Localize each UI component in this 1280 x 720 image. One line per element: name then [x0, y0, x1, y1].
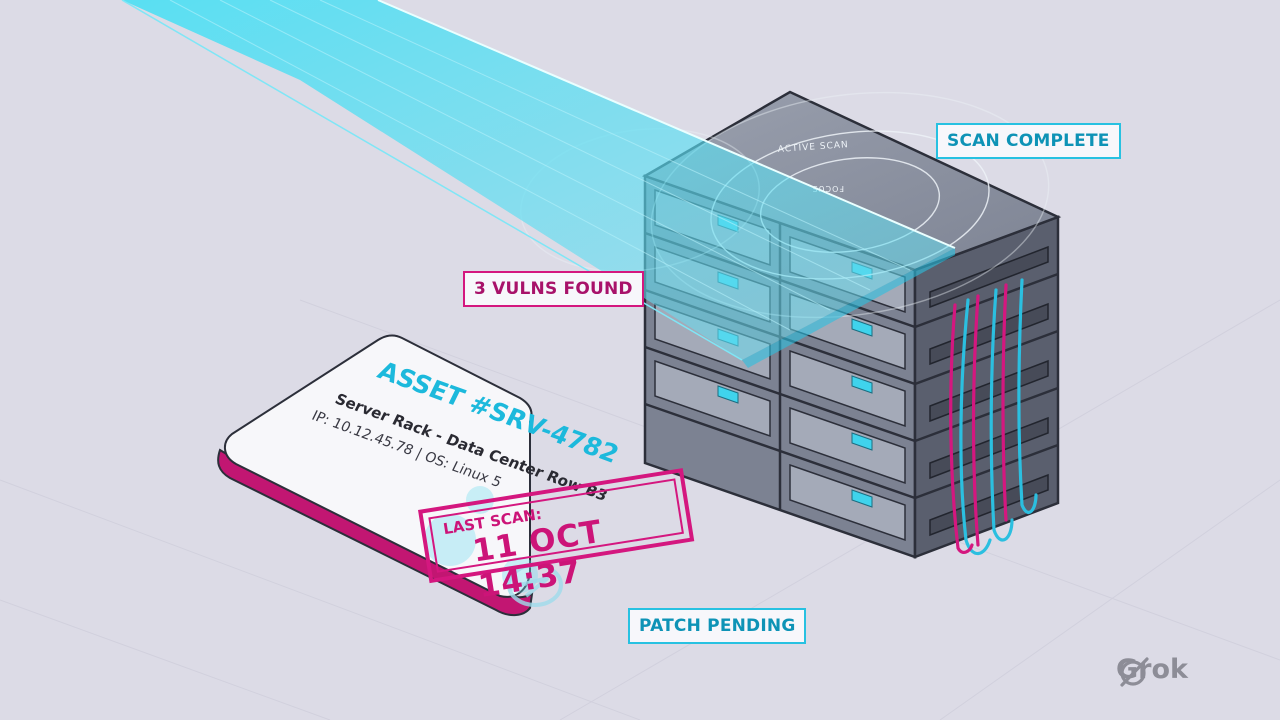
grok-watermark: Grok: [1116, 654, 1188, 687]
active-scan-text: ACTIVE SCAN: [778, 140, 850, 155]
focus-text: FOCUS: [812, 184, 844, 193]
grok-logo-icon: [1120, 657, 1149, 687]
vulns-found-label: 3 VULNS FOUND: [463, 271, 644, 307]
patch-pending-label: PATCH PENDING: [628, 608, 807, 644]
scan-complete-label: SCAN COMPLETE: [936, 123, 1121, 159]
scan-beam: [121, 0, 956, 368]
